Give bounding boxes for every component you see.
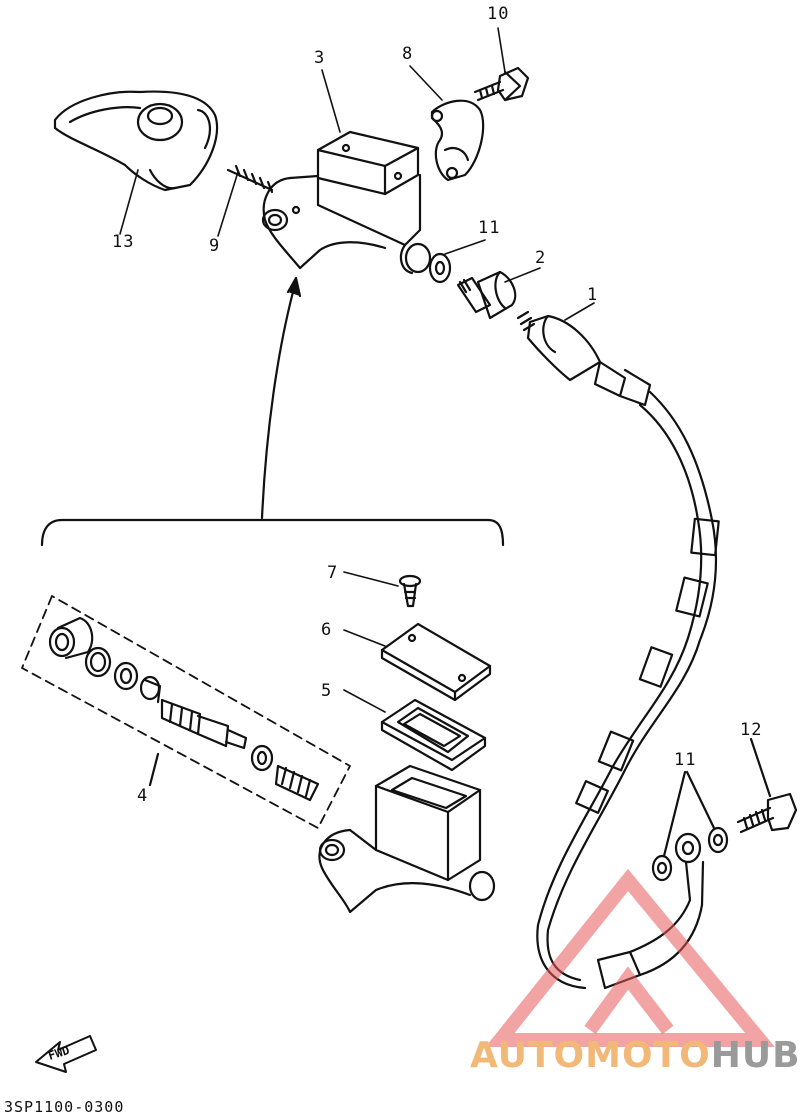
watermark-triangle: [485, 868, 775, 1047]
fwd-arrow: [35, 1035, 97, 1073]
callout-11-top: 11: [478, 218, 501, 238]
hose-fitting: [456, 270, 517, 320]
diaphragm: [380, 698, 487, 772]
watermark-text-hub: HUB: [710, 1035, 800, 1076]
callout-6: 6: [321, 620, 333, 640]
master-cylinder-top: [261, 130, 432, 275]
callout-4: 4: [137, 786, 149, 806]
callout-5: 5: [321, 681, 333, 701]
watermark-logo: AUTOMOTOHUB: [470, 1038, 800, 1074]
lever-cover-boot: [53, 90, 219, 192]
clamp-bolt: [473, 66, 530, 102]
piston-kit: [21, 595, 351, 829]
callout-8: 8: [402, 44, 414, 64]
copper-washer-top: [428, 252, 452, 284]
callout-11-bottom: 11: [674, 750, 697, 770]
callout-12: 12: [740, 720, 763, 740]
watermark-text-automoto: AUTOMOTO: [470, 1035, 711, 1076]
callout-13: 13: [112, 232, 135, 252]
brake-hose: [516, 310, 720, 990]
leader-lines: [119, 27, 595, 713]
copper-washers-bottom: [651, 770, 729, 882]
drawing-code: 3SP1100-0300: [4, 1098, 125, 1116]
handlebar-clamp: [430, 99, 485, 182]
reservoir-cap: [380, 622, 492, 702]
callout-1: 1: [587, 285, 599, 305]
master-cylinder-body: [318, 764, 496, 914]
callout-2: 2: [535, 248, 547, 268]
callout-10: 10: [487, 4, 510, 24]
union-bolt: [736, 737, 798, 834]
assembly-arrow: [40, 276, 505, 547]
pivot-pin-spring: [226, 164, 274, 194]
callout-3: 3: [314, 48, 326, 68]
cap-screw: [398, 574, 422, 608]
callout-7: 7: [327, 563, 339, 583]
callout-9: 9: [209, 236, 221, 256]
